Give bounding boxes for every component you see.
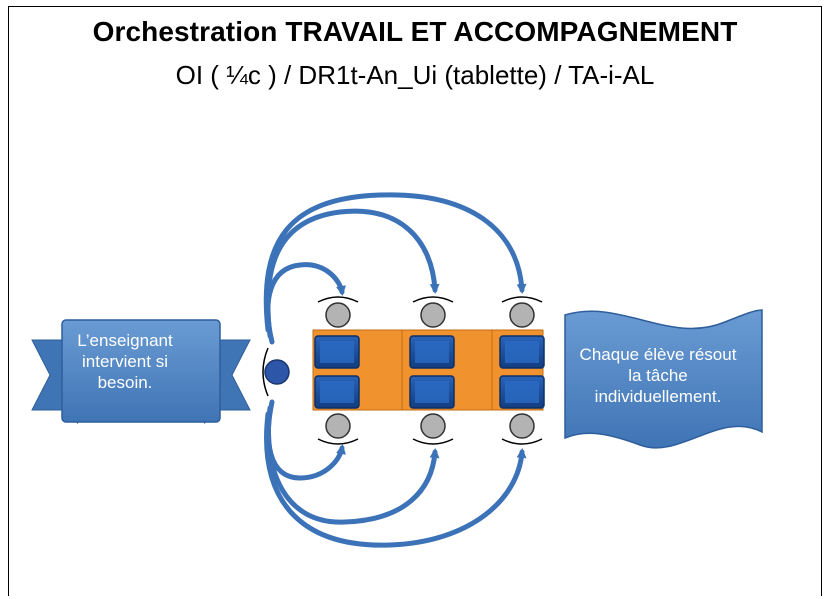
left-banner [31, 319, 251, 424]
tablet-icon [409, 375, 455, 409]
left-banner-line: intervient si [82, 352, 168, 371]
tablet-icon [499, 375, 545, 409]
left-banner-line: L’enseignant [77, 331, 173, 350]
students-top [317, 296, 543, 328]
student-icon [317, 296, 359, 328]
tablet-icon [314, 335, 360, 369]
right-banner-line: individuellement. [594, 387, 722, 406]
right-banner [564, 309, 763, 449]
slide-frame [8, 6, 822, 596]
arrow-icon [265, 208, 440, 339]
right-banner-text: Chaque élève résout la tâche individuell… [578, 344, 738, 407]
student-icon [412, 413, 454, 445]
tablet-icon [499, 335, 545, 369]
tablets [314, 335, 545, 409]
teacher-icon [262, 347, 290, 397]
left-banner-line: besoin. [97, 373, 153, 392]
slide-subtitle: OI ( ¼c ) / DR1t-An_Ui (tablette) / TA-i… [175, 60, 655, 90]
arrows-top [263, 192, 527, 345]
right-banner-line: la tâche [628, 366, 688, 385]
student-icon [501, 296, 543, 328]
tablet-icon [409, 335, 455, 369]
left-banner-text: L’enseignant intervient si besoin. [60, 330, 190, 393]
student-icon [317, 413, 359, 445]
arrow-icon [265, 399, 346, 481]
right-banner-line: Chaque élève résout [579, 345, 737, 364]
slide-title: Orchestration TRAVAIL ET ACCOMPAGNEMENT [92, 16, 738, 47]
arrow-icon [263, 192, 527, 333]
students-bottom [317, 413, 543, 445]
arrow-icon [264, 411, 527, 548]
student-icon [501, 413, 543, 445]
tablet-icon [314, 375, 360, 409]
arrow-icon [265, 405, 440, 525]
student-icon [412, 296, 454, 328]
arrows-bottom [264, 399, 527, 548]
